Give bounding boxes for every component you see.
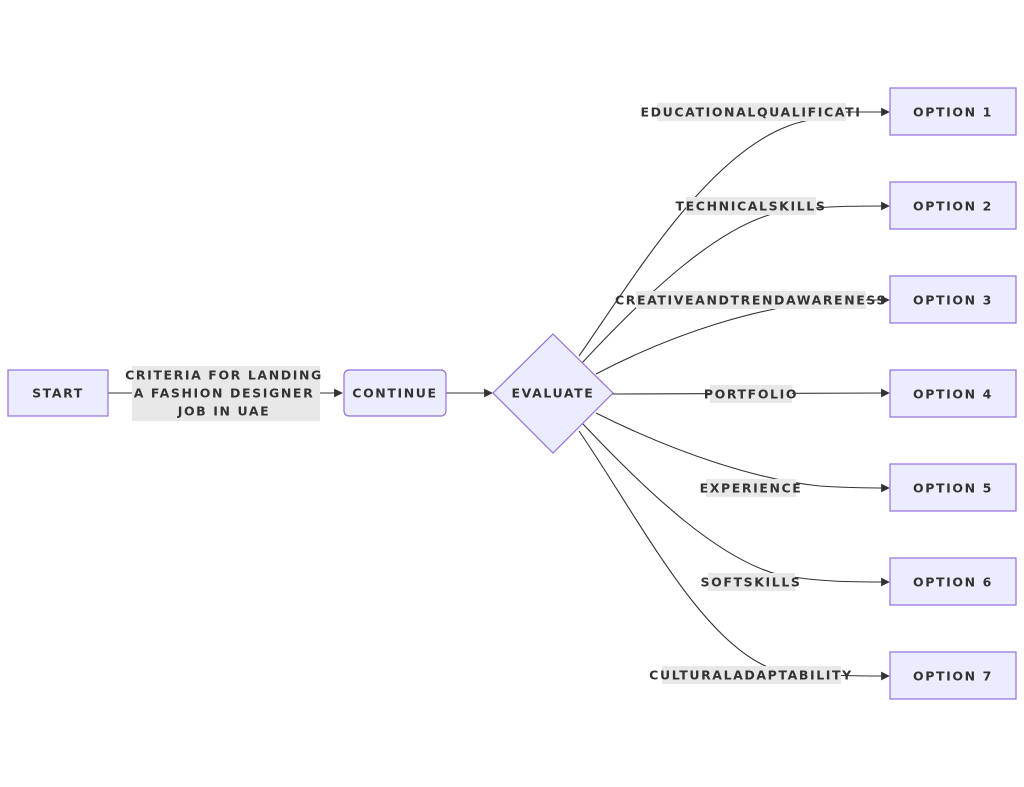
- criteria-label-line-2: A FASHION DESIGNER: [134, 386, 315, 401]
- option-node-6[interactable]: OPTION 6: [889, 557, 1017, 606]
- evaluate-node-label: EVALUATE: [512, 386, 595, 401]
- branch-label-text: SOFTSKILLS: [701, 575, 802, 590]
- option-node-5[interactable]: OPTION 5: [889, 463, 1017, 512]
- criteria-label-line-1: CRITERIA FOR LANDING: [125, 368, 323, 383]
- continue-node[interactable]: CONTINUE: [343, 369, 447, 417]
- option-node-label: OPTION 2: [913, 199, 993, 214]
- edge-option-1: [578, 107, 890, 357]
- edge-option-3: [595, 295, 890, 375]
- criteria-label-line-3: JOB IN UAE: [177, 404, 271, 419]
- edge-option-2: [581, 201, 890, 364]
- criteria-edge-label: CRITERIA FOR LANDING A FASHION DESIGNER …: [125, 366, 323, 421]
- branch-label-7: CULTURALADAPTABILITY: [649, 666, 853, 684]
- option-node-4[interactable]: OPTION 4: [889, 369, 1017, 418]
- start-node[interactable]: START: [7, 369, 109, 417]
- edge-option-5: [595, 412, 890, 493]
- option-node-label: OPTION 4: [913, 387, 993, 402]
- option-node-label: OPTION 3: [913, 293, 993, 308]
- option-node-label: OPTION 5: [913, 481, 993, 496]
- branch-label-4: PORTFOLIO: [704, 385, 798, 403]
- branch-label-text: EXPERIENCE: [700, 481, 803, 496]
- branch-label-text: EDUCATIONALQUALIFICATI: [641, 105, 862, 120]
- edge-option-6: [582, 423, 890, 587]
- option-node-7[interactable]: OPTION 7: [889, 651, 1017, 700]
- branch-label-3: CREATIVEANDTRENDAWARENESS: [615, 291, 887, 309]
- option-node-1[interactable]: OPTION 1: [889, 87, 1017, 136]
- option-node-label: OPTION 1: [913, 105, 993, 120]
- branch-label-6: SOFTSKILLS: [701, 573, 802, 591]
- continue-node-label: CONTINUE: [352, 386, 437, 401]
- option-node-2[interactable]: OPTION 2: [889, 181, 1017, 230]
- evaluate-node[interactable]: EVALUATE: [492, 333, 614, 454]
- branch-label-text: CREATIVEANDTRENDAWARENESS: [615, 293, 887, 308]
- branch-label-text: CULTURALADAPTABILITY: [649, 668, 853, 683]
- branch-label-5: EXPERIENCE: [700, 479, 803, 497]
- branch-label-2: TECHNICALSKILLS: [676, 197, 827, 215]
- option-node-label: OPTION 7: [913, 669, 993, 684]
- branch-label-1: EDUCATIONALQUALIFICATI: [641, 103, 862, 121]
- branch-label-text: PORTFOLIO: [704, 387, 798, 402]
- branch-label-text: TECHNICALSKILLS: [676, 199, 827, 214]
- option-node-label: OPTION 6: [913, 575, 993, 590]
- start-node-label: START: [32, 386, 84, 401]
- option-node-3[interactable]: OPTION 3: [889, 275, 1017, 324]
